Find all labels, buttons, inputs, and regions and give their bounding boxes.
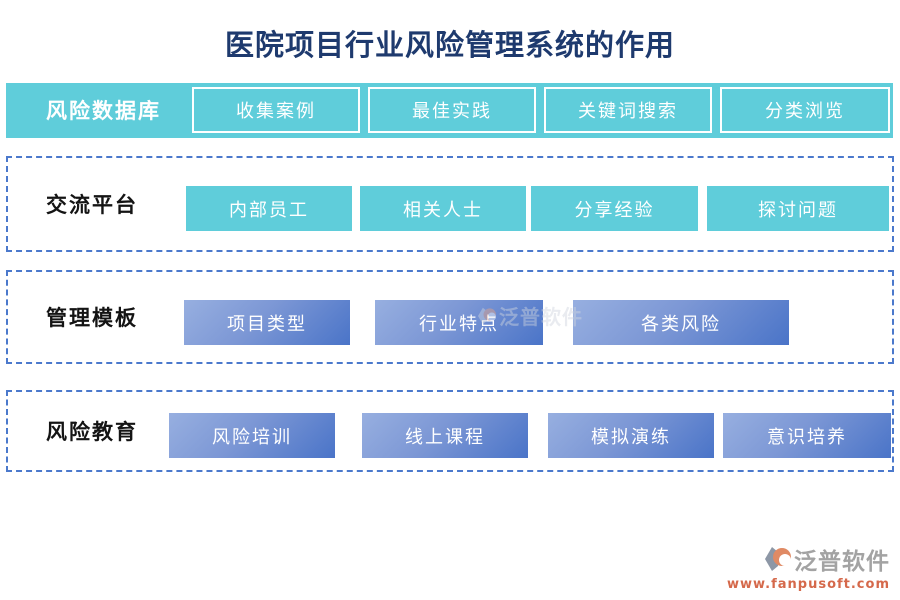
button-discuss-issues[interactable]: 探讨问题	[707, 186, 889, 231]
footer-brand: 泛普软件 www.fanpusoft.com	[727, 542, 890, 592]
button-risk-types[interactable]: 各类风险	[573, 300, 789, 345]
row-management-templates: 管理模板 项目类型 行业特点 各类风险	[6, 270, 894, 364]
page-title: 医院项目行业风险管理系统的作用	[224, 28, 675, 62]
fanpu-logo-icon	[765, 547, 791, 571]
row-risk-database: 风险数据库 收集案例 最佳实践 关键词搜索 分类浏览	[6, 83, 893, 138]
button-related-people[interactable]: 相关人士	[360, 186, 526, 231]
row-risk-education: 风险教育 风险培训 线上课程 模拟演练 意识培养	[6, 390, 894, 472]
row-communication-platform: 交流平台 内部员工 相关人士 分享经验 探讨问题	[6, 156, 894, 252]
row-label-communication-platform: 交流平台	[46, 192, 138, 217]
button-best-practices[interactable]: 最佳实践	[368, 87, 536, 133]
button-category-browse[interactable]: 分类浏览	[720, 87, 890, 133]
button-risk-training[interactable]: 风险培训	[169, 413, 335, 458]
row-label-risk-education: 风险教育	[46, 419, 138, 444]
row-label-management-templates: 管理模板	[46, 305, 138, 330]
button-share-experience[interactable]: 分享经验	[531, 186, 698, 231]
brand-name: 泛普软件	[794, 548, 890, 575]
button-project-type[interactable]: 项目类型	[184, 300, 350, 345]
button-industry-features[interactable]: 行业特点	[375, 300, 543, 345]
button-awareness-building[interactable]: 意识培养	[723, 413, 891, 458]
brand-url[interactable]: www.fanpusoft.com	[726, 577, 890, 592]
button-online-courses[interactable]: 线上课程	[362, 413, 528, 458]
button-internal-staff[interactable]: 内部员工	[186, 186, 352, 231]
button-simulation-drills[interactable]: 模拟演练	[548, 413, 714, 458]
row-label-risk-database: 风险数据库	[46, 98, 161, 123]
button-keyword-search[interactable]: 关键词搜索	[544, 87, 712, 133]
button-collect-cases[interactable]: 收集案例	[192, 87, 360, 133]
